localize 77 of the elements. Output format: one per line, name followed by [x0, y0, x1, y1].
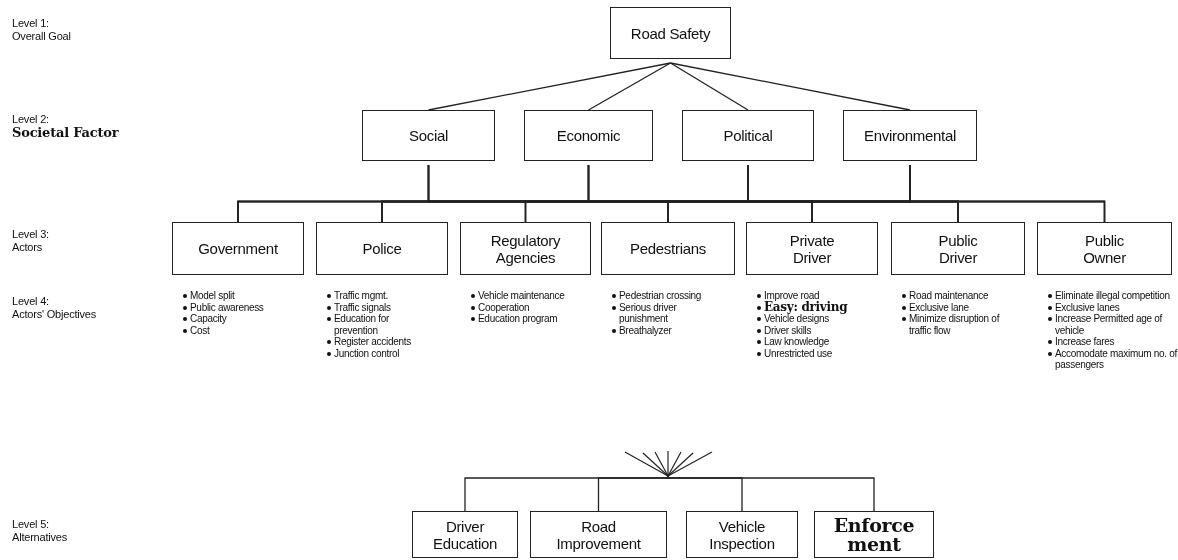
objective-item: Cost — [190, 324, 211, 336]
node-box — [891, 222, 1025, 275]
objective-item: Capacity — [190, 313, 228, 325]
node-label: Driver Education — [432, 517, 498, 552]
level-label: Societal Factor — [12, 126, 119, 140]
objective-item: Junction control — [334, 347, 401, 359]
node-label: Private Driver — [788, 231, 836, 266]
node-box — [412, 511, 518, 558]
objective-item: Breathalyzer — [619, 324, 673, 336]
objective-item: Education for prevention — [334, 313, 391, 336]
objective-item: Eliminate illegal competition — [1055, 290, 1171, 302]
objective-item: Traffic mgmt. — [334, 290, 389, 302]
node-box — [460, 222, 591, 275]
level-label: Alternatives — [12, 531, 68, 544]
objective-item: Easy: driving — [764, 301, 849, 313]
node-box — [682, 110, 814, 161]
connector-line — [669, 62, 749, 111]
objective-item: Road maintenance — [909, 290, 990, 302]
connector-line — [587, 62, 672, 111]
level-label: Overall Goal — [12, 30, 71, 43]
node-label: Vehicle Inspection — [708, 517, 776, 552]
objective-item: Minimize disruption of traffic flow — [909, 313, 1001, 336]
objective-item: Pedestrian crossing — [619, 290, 703, 302]
node-label: Economic — [556, 127, 621, 144]
level-label: Level 2: — [12, 113, 49, 126]
objective-item: Driver skills — [764, 324, 813, 336]
node-label: Government — [198, 240, 278, 257]
node-box — [610, 7, 731, 59]
objective-item: Cooperation — [478, 301, 531, 313]
node-box — [316, 222, 448, 275]
node-label: Public Driver — [937, 231, 979, 266]
objective-item: Increase fares — [1055, 336, 1116, 348]
connector-line — [597, 475, 669, 512]
node-box — [524, 110, 653, 161]
objective-item: Vehicle maintenance — [478, 290, 566, 302]
connector-line — [669, 62, 911, 111]
node-box — [814, 511, 934, 558]
node-label: Road Safety — [630, 24, 711, 42]
level-label: Actors' Objectives — [12, 308, 97, 321]
objective-item: Register accidents — [334, 336, 412, 348]
objective-item: Traffic signals — [334, 301, 392, 313]
level-label: Level 5: — [12, 518, 49, 531]
node-box — [601, 222, 735, 275]
objective-item: Model split — [190, 290, 236, 302]
node-label: Social — [408, 127, 449, 144]
node-label: Regulatory Agencies — [489, 231, 562, 266]
objective-item: Accomodate maximum no. of passengers — [1055, 347, 1178, 371]
node-label: Pedestrians — [630, 240, 706, 257]
node-box — [530, 511, 667, 558]
objective-item: Serious driver punishment — [619, 301, 678, 325]
node-label: Political — [723, 127, 773, 144]
objective-item: Education program — [478, 313, 559, 325]
node-box — [843, 110, 977, 161]
objective-item: Public awareness — [190, 301, 265, 313]
level-label: Level 1: — [12, 17, 49, 30]
objective-item: Vehicle designs — [764, 313, 829, 325]
node-box — [362, 110, 495, 161]
objective-item: Unrestricted use — [764, 347, 833, 359]
node-label: Police — [362, 240, 402, 257]
node-label: Road Improvement — [555, 517, 642, 552]
node-box — [172, 222, 304, 275]
level-label: Level 3: — [12, 228, 49, 241]
node-label: Environmental — [864, 127, 956, 144]
node-label: Public Owner — [1082, 231, 1127, 266]
objective-item: Increase Permitted age of vehicle — [1055, 313, 1164, 336]
node-label: Enforce ment — [832, 515, 916, 554]
level-label: Actors — [12, 241, 42, 254]
objective-item: Exclusive lanes — [1055, 301, 1121, 313]
level-label: Level 4: — [12, 295, 49, 308]
node-box — [746, 222, 878, 275]
node-box — [1037, 222, 1172, 275]
node-box — [686, 511, 798, 558]
connector-line — [667, 475, 875, 512]
objective-item: Law knowledge — [764, 336, 831, 348]
connector-line — [909, 164, 1106, 223]
objective-item: Improve road — [764, 290, 820, 302]
objective-item: Exclusive lane — [909, 301, 970, 313]
